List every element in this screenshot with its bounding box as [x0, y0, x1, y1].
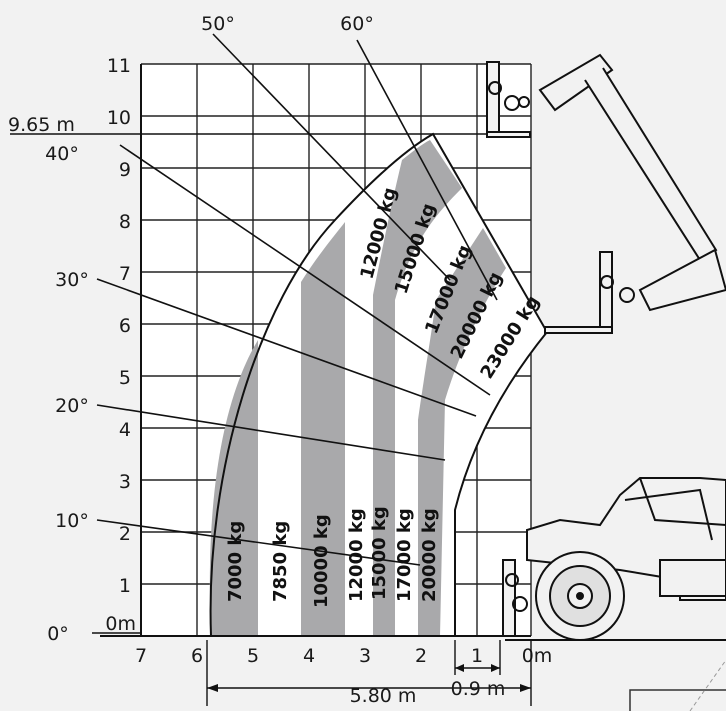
max-height-label: 9.65 m	[8, 114, 75, 136]
x-tick-2: 2	[415, 645, 427, 667]
load-bands	[209, 140, 506, 636]
angle-0: 0°	[47, 623, 69, 645]
x-tick-3: 3	[359, 645, 371, 667]
y-tick-0: 0m	[105, 613, 136, 635]
band-15000	[373, 140, 462, 636]
y-tick-2: 2	[119, 523, 131, 545]
x-tick-5: 5	[247, 645, 259, 667]
y-tick-9: 9	[119, 159, 131, 181]
y-tick-6: 6	[119, 315, 131, 337]
angle-labels: 0° 10° 20° 30° 40° 50° 60°	[45, 13, 374, 645]
x-tick-6: 6	[191, 645, 203, 667]
band-20000	[418, 228, 506, 636]
x-tick-7: 7	[135, 645, 147, 667]
load-10000-lower: 10000 kg	[311, 514, 332, 608]
load-15000-lower: 15000 kg	[369, 506, 390, 600]
x-tick-0: 0m	[522, 645, 553, 667]
band-7000	[209, 340, 258, 636]
y-tick-4: 4	[119, 419, 131, 441]
angle-60: 60°	[340, 13, 374, 35]
y-tick-10: 10	[107, 107, 131, 129]
y-tick-3: 3	[119, 471, 131, 493]
y-tick-5: 5	[119, 367, 131, 389]
y-tick-labels: 11 10 9 8 7 6 5 4 3 2 1 0m	[105, 55, 136, 635]
angle-40: 40°	[45, 143, 79, 165]
y-tick-8: 8	[119, 211, 131, 233]
angle-20: 20°	[55, 395, 89, 417]
y-tick-7: 7	[119, 263, 131, 285]
dimensions	[206, 640, 532, 706]
dim-fork-label: 0.9 m	[451, 678, 506, 700]
load-17000-lower: 17000 kg	[394, 508, 415, 602]
telehandler-illustration	[486, 53, 726, 711]
load-20000-lower: 20000 kg	[419, 508, 440, 602]
x-tick-labels: 7 6 5 4 3 2 1 0m	[135, 645, 552, 667]
angle-10: 10°	[55, 510, 89, 532]
x-tick-4: 4	[303, 645, 315, 667]
y-tick-1: 1	[119, 575, 131, 597]
angle-rays	[92, 33, 498, 634]
y-tick-11: 11	[107, 55, 131, 77]
band-10000	[301, 222, 345, 636]
load-7850: 7850 kg	[270, 521, 291, 602]
reach-envelope-outline	[209, 132, 549, 637]
x-tick-1: 1	[471, 645, 483, 667]
load-12000-lower: 12000 kg	[346, 508, 367, 602]
load-7000: 7000 kg	[225, 521, 246, 602]
angle-30: 30°	[55, 269, 89, 291]
angle-50: 50°	[201, 13, 235, 35]
dim-bottom-label: 5.80 m	[350, 685, 417, 707]
